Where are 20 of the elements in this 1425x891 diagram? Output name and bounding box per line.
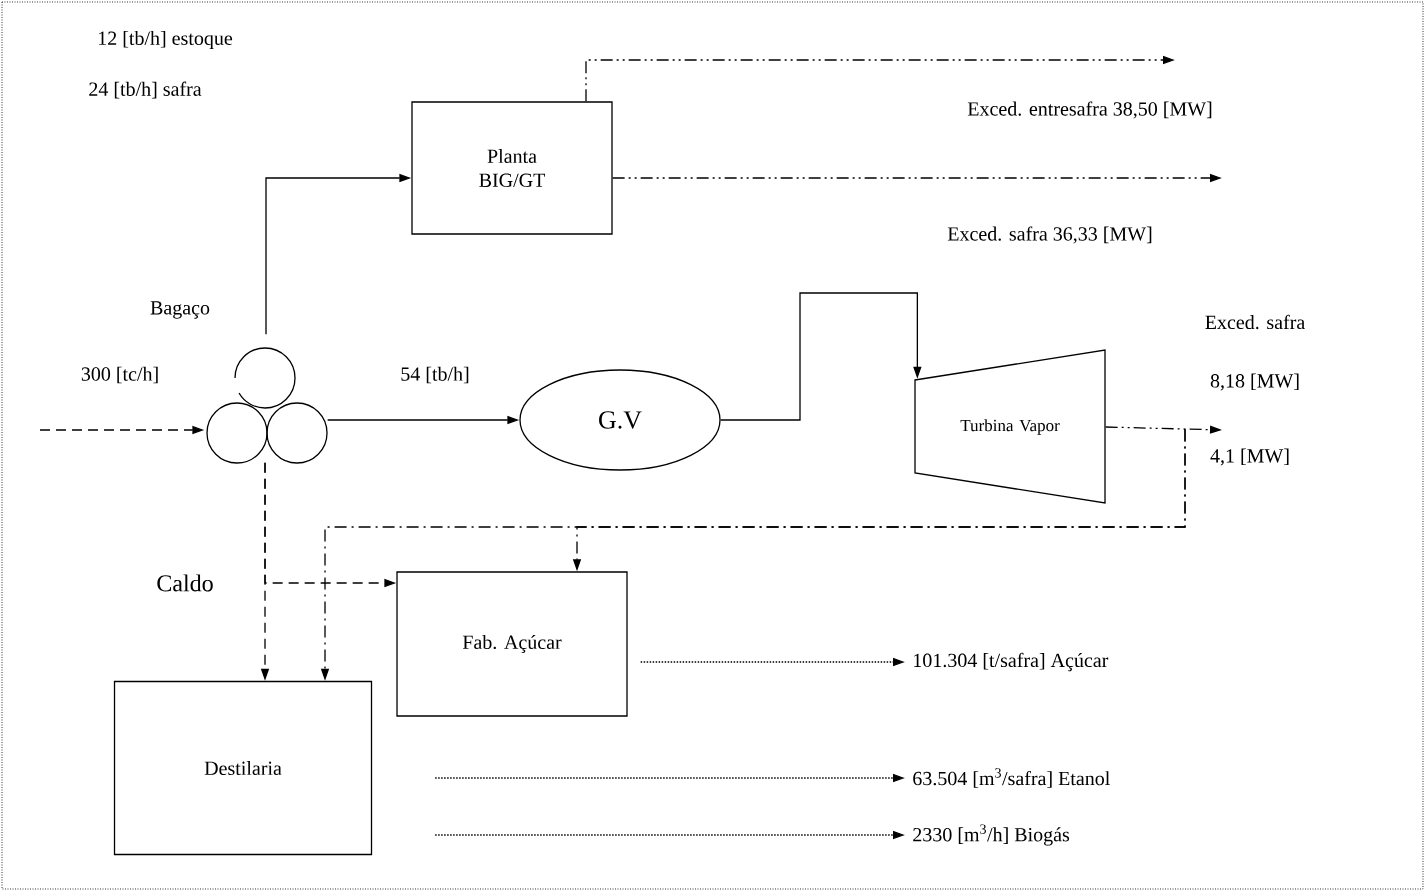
output-text: 2330 [m$^{3}$/h] Biogás xyxy=(913,824,1070,846)
arrow xyxy=(720,292,922,421)
flow-note: Exced. safra xyxy=(1205,314,1305,330)
process-box: Destilaria xyxy=(113,680,373,856)
edge-label: 8,18 [MW] xyxy=(1209,372,1301,392)
flow-note: 24 [tb/h] safra xyxy=(89,81,202,99)
edge-label: Bagaço xyxy=(149,300,211,320)
flow-note: 12 [tb/h] estoque xyxy=(99,30,233,50)
output-text: 101.304 [t/safra] Açúcar xyxy=(914,652,1109,672)
edge-label: 54 [tb/h] xyxy=(399,365,471,385)
edge-label: 300 [tc/h] xyxy=(79,365,161,385)
process-box: Planta BIG/GT xyxy=(411,101,613,235)
mill-rollers-drawing xyxy=(206,347,328,464)
edge-label: Caldo xyxy=(155,573,215,593)
edge-label: 4,1 [MW] xyxy=(1209,447,1291,467)
edge-label: Exced. safra 36,33 [MW] xyxy=(946,225,1154,245)
process-box: Fab. Açúcar xyxy=(396,571,628,717)
output-text: 63.504 [m$^{3}$/safra] Etanol xyxy=(913,768,1110,788)
turbine-drawing: Turbina Vapor xyxy=(914,349,1106,504)
edge-label: Exced. entresafra 38,50 [MW] xyxy=(966,100,1214,120)
